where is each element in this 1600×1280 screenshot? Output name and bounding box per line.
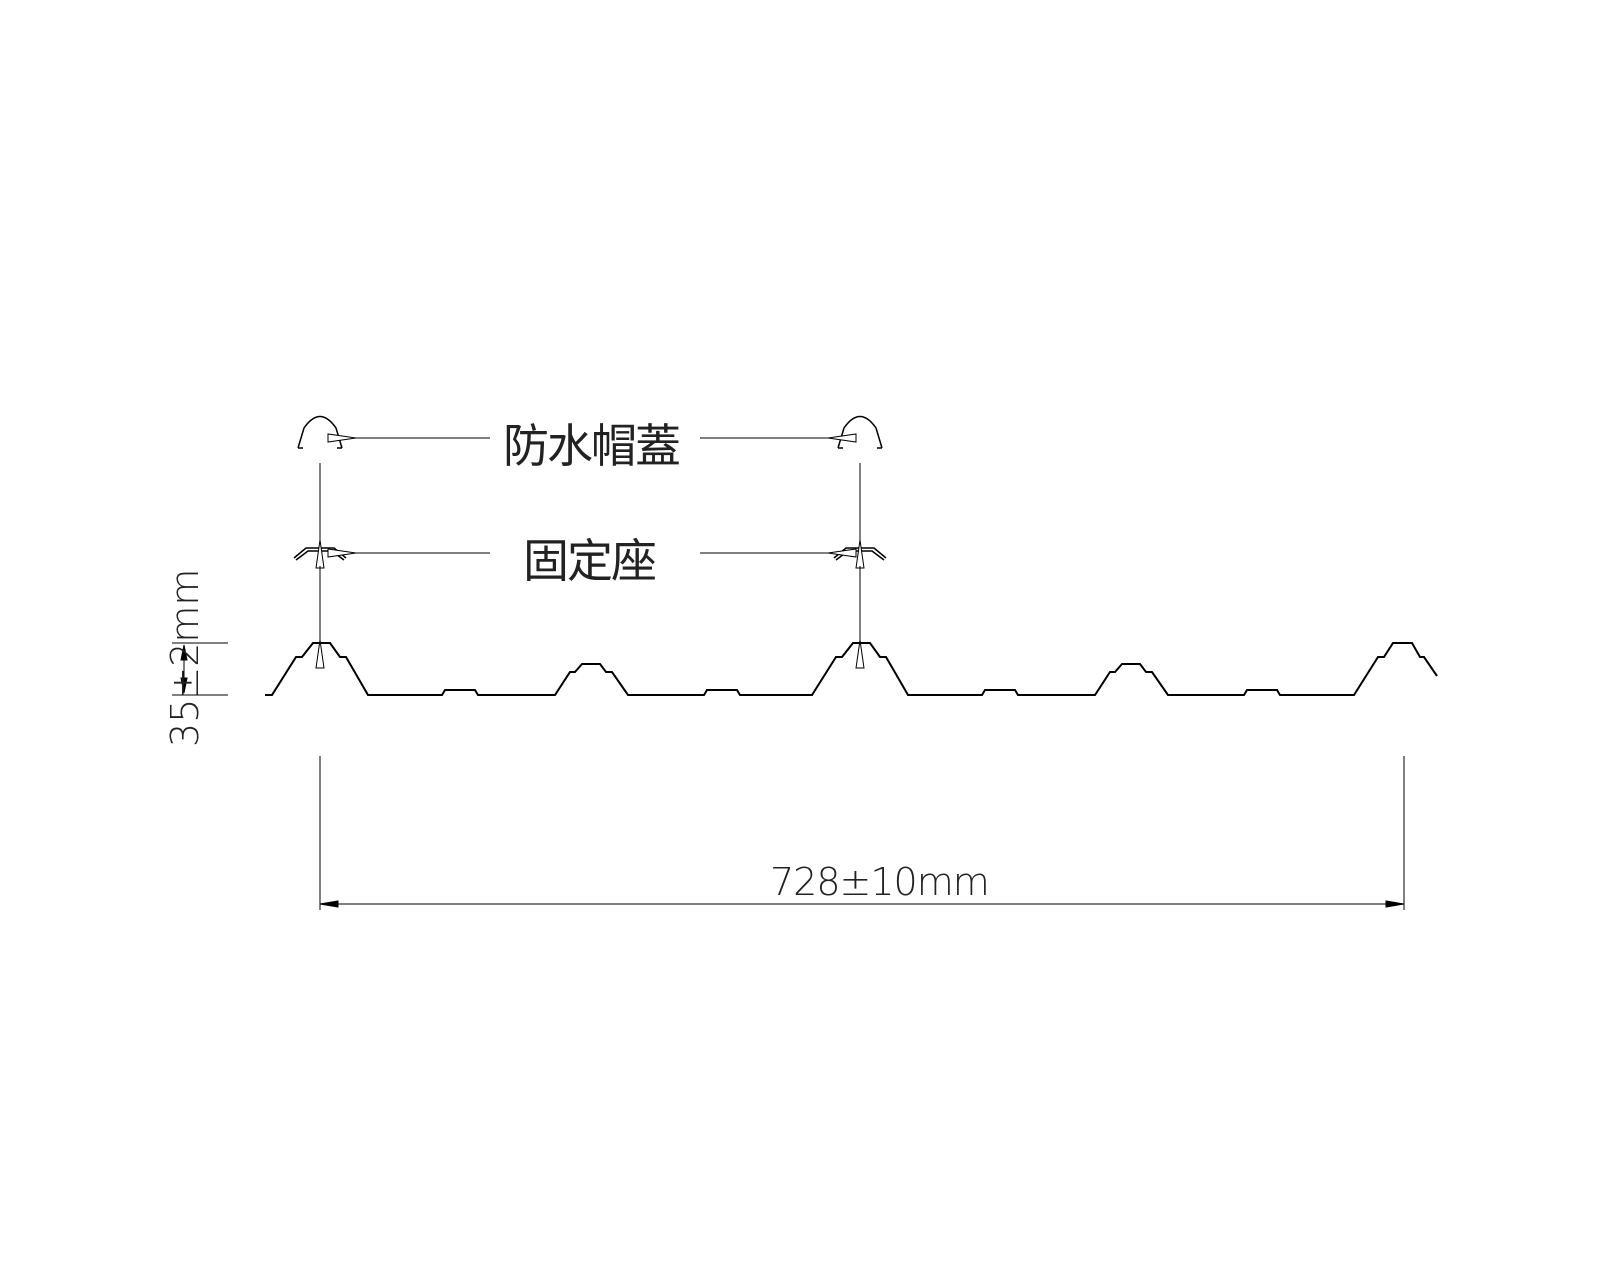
- waterproof-cap-icon: [837, 415, 883, 449]
- height-dimension: [172, 642, 228, 696]
- width-dimension-label: 728±10mm: [770, 860, 990, 904]
- fixing-seat-icon: [293, 547, 347, 561]
- width-dimension: [319, 756, 1405, 910]
- fixing-seat-icon: [833, 547, 887, 561]
- seat-label: 固定座: [523, 534, 657, 588]
- height-dimension-label: 35±2mm: [163, 568, 207, 747]
- waterproof-cap-icon: [297, 415, 343, 449]
- profile-line: [265, 642, 1438, 696]
- roof-sheet-profile: [265, 642, 1438, 696]
- cap-label: 防水帽蓋: [503, 419, 681, 473]
